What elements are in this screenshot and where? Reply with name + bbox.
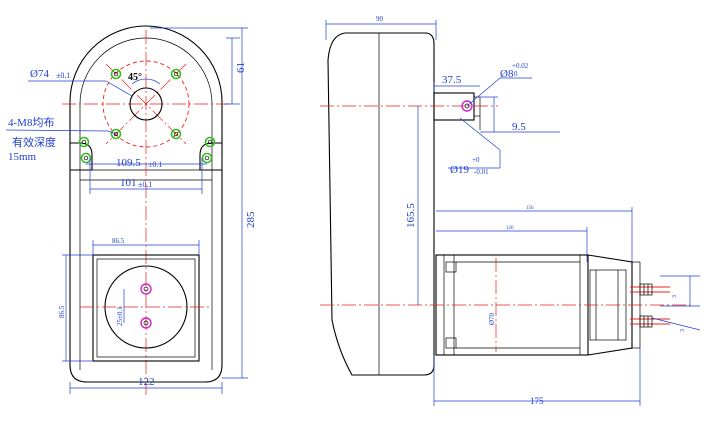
total-width-label: 122 xyxy=(138,376,155,388)
shaft-bore xyxy=(129,87,163,121)
window-height-label: 86.5 xyxy=(58,305,66,318)
motor-dia-label: Ø70 xyxy=(488,312,496,325)
foot-hole-left xyxy=(80,152,92,164)
total-length-label: 175 xyxy=(530,396,544,406)
cable-1-label: 3 xyxy=(672,295,678,298)
front-housing-outline xyxy=(69,25,223,383)
motor-len-2-label: 126 xyxy=(506,226,514,231)
lower-window-outer xyxy=(92,254,200,362)
window-width-label: 86.5 xyxy=(112,237,125,245)
top-width-label: 90 xyxy=(376,15,384,23)
m8-hole-bottom-right xyxy=(170,128,182,140)
side-view: 90 37.5 Ø8 +0.02 0 9.5 Ø19 +0 - xyxy=(320,15,701,406)
m8-hole-bottom-left xyxy=(110,128,122,140)
hole-note-line-2: 有效深度 xyxy=(12,135,56,149)
shaft-tol-lower: -0.01 xyxy=(474,168,489,176)
left-ear xyxy=(70,142,93,171)
m8-hole-top-left xyxy=(110,68,122,80)
top-height-label: 61 xyxy=(235,62,247,73)
motor-len-1-label: 156 xyxy=(526,206,534,211)
foot-spacing-tol-label: ±0.1 xyxy=(138,180,152,189)
hole-note-line-1: 4-M8均布 xyxy=(8,116,54,129)
hole-spacing-label: 109.5 xyxy=(116,157,141,169)
cable-2-label: 3 xyxy=(680,329,686,332)
shaft-hole-lower xyxy=(140,317,152,329)
shaft-hole-upper xyxy=(140,283,152,295)
pin-dia-label: Ø8 xyxy=(500,68,514,80)
front-view: Ø74 ±0.1 45° 61 4-M8均布 有效深度 15mm 109.5 ±… xyxy=(5,25,257,395)
shaft-stub xyxy=(433,92,475,121)
shaft-offset-label: 37.5 xyxy=(442,74,462,86)
pin-tol-lower: 0 xyxy=(514,70,518,78)
side-housing-outline xyxy=(327,32,435,376)
center-height-label: 165.5 xyxy=(405,203,417,228)
hole-spacing-tol-label: ±0.1 xyxy=(148,160,162,169)
pin-tol-upper: +0.02 xyxy=(512,62,529,70)
angle-label: 45° xyxy=(128,72,142,83)
front-inner-outline xyxy=(79,37,213,170)
pin-height-label: 9.5 xyxy=(512,121,526,133)
shaft-tol-upper: +0 xyxy=(472,156,480,164)
hole-note-line-3: 15mm xyxy=(8,151,37,163)
foot-hole-left-upper xyxy=(78,136,90,148)
total-height-label: 285 xyxy=(245,211,257,228)
m8-holes xyxy=(78,68,216,164)
bolt-circle-dia-label: Ø74 xyxy=(30,68,49,80)
cables xyxy=(630,283,670,328)
bolt-circle xyxy=(102,60,190,148)
bolt-circle-tol-label: ±0.1 xyxy=(56,71,70,80)
foot-hole-right xyxy=(201,152,213,164)
foot-spacing-label: 101 xyxy=(120,177,137,189)
shaft-spacing-label: 25±0.1 xyxy=(116,306,124,326)
lower-window-inner xyxy=(96,258,196,358)
shaft-dia-label: Ø19 xyxy=(450,164,469,176)
foot-hole-right-upper xyxy=(204,136,216,148)
m8-hole-top-right xyxy=(170,68,182,80)
